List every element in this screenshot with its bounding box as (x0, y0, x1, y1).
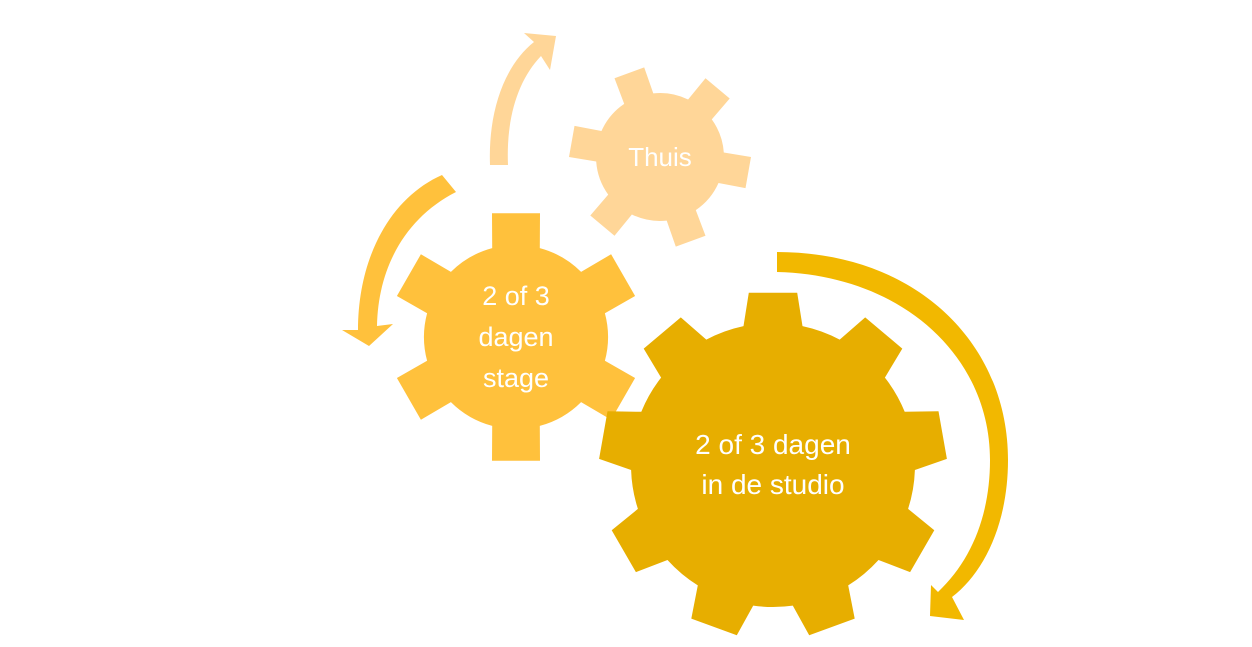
gear-stage-label-line: 2 of 3 (482, 281, 550, 311)
gear-stage-label-line: dagen (478, 322, 553, 352)
gear-stage-shape (396, 213, 636, 461)
cycle-arrow-thuis (489, 33, 556, 165)
gear-studio-label-line: in de studio (701, 469, 844, 500)
gear-thuis-label-line: Thuis (628, 142, 692, 172)
gear-studio-label: 2 of 3 dagen in de studio (695, 429, 851, 500)
gear-studio: 2 of 3 dagen in de studio (599, 292, 947, 636)
gear-stage: 2 of 3 dagen stage (396, 213, 636, 461)
cycle-arrow-studio (777, 252, 1008, 620)
gear-thuis-label: Thuis (628, 142, 692, 172)
cycle-arrow-stage (342, 175, 456, 346)
gear-stage-label: 2 of 3 dagen stage (478, 281, 553, 393)
gear-stage-label-line: stage (483, 363, 549, 393)
gear-studio-label-line: 2 of 3 dagen (695, 429, 851, 460)
gear-thuis: Thuis (569, 67, 751, 247)
gear-studio-shape (599, 292, 947, 636)
gear-thuis-shape (569, 67, 751, 247)
